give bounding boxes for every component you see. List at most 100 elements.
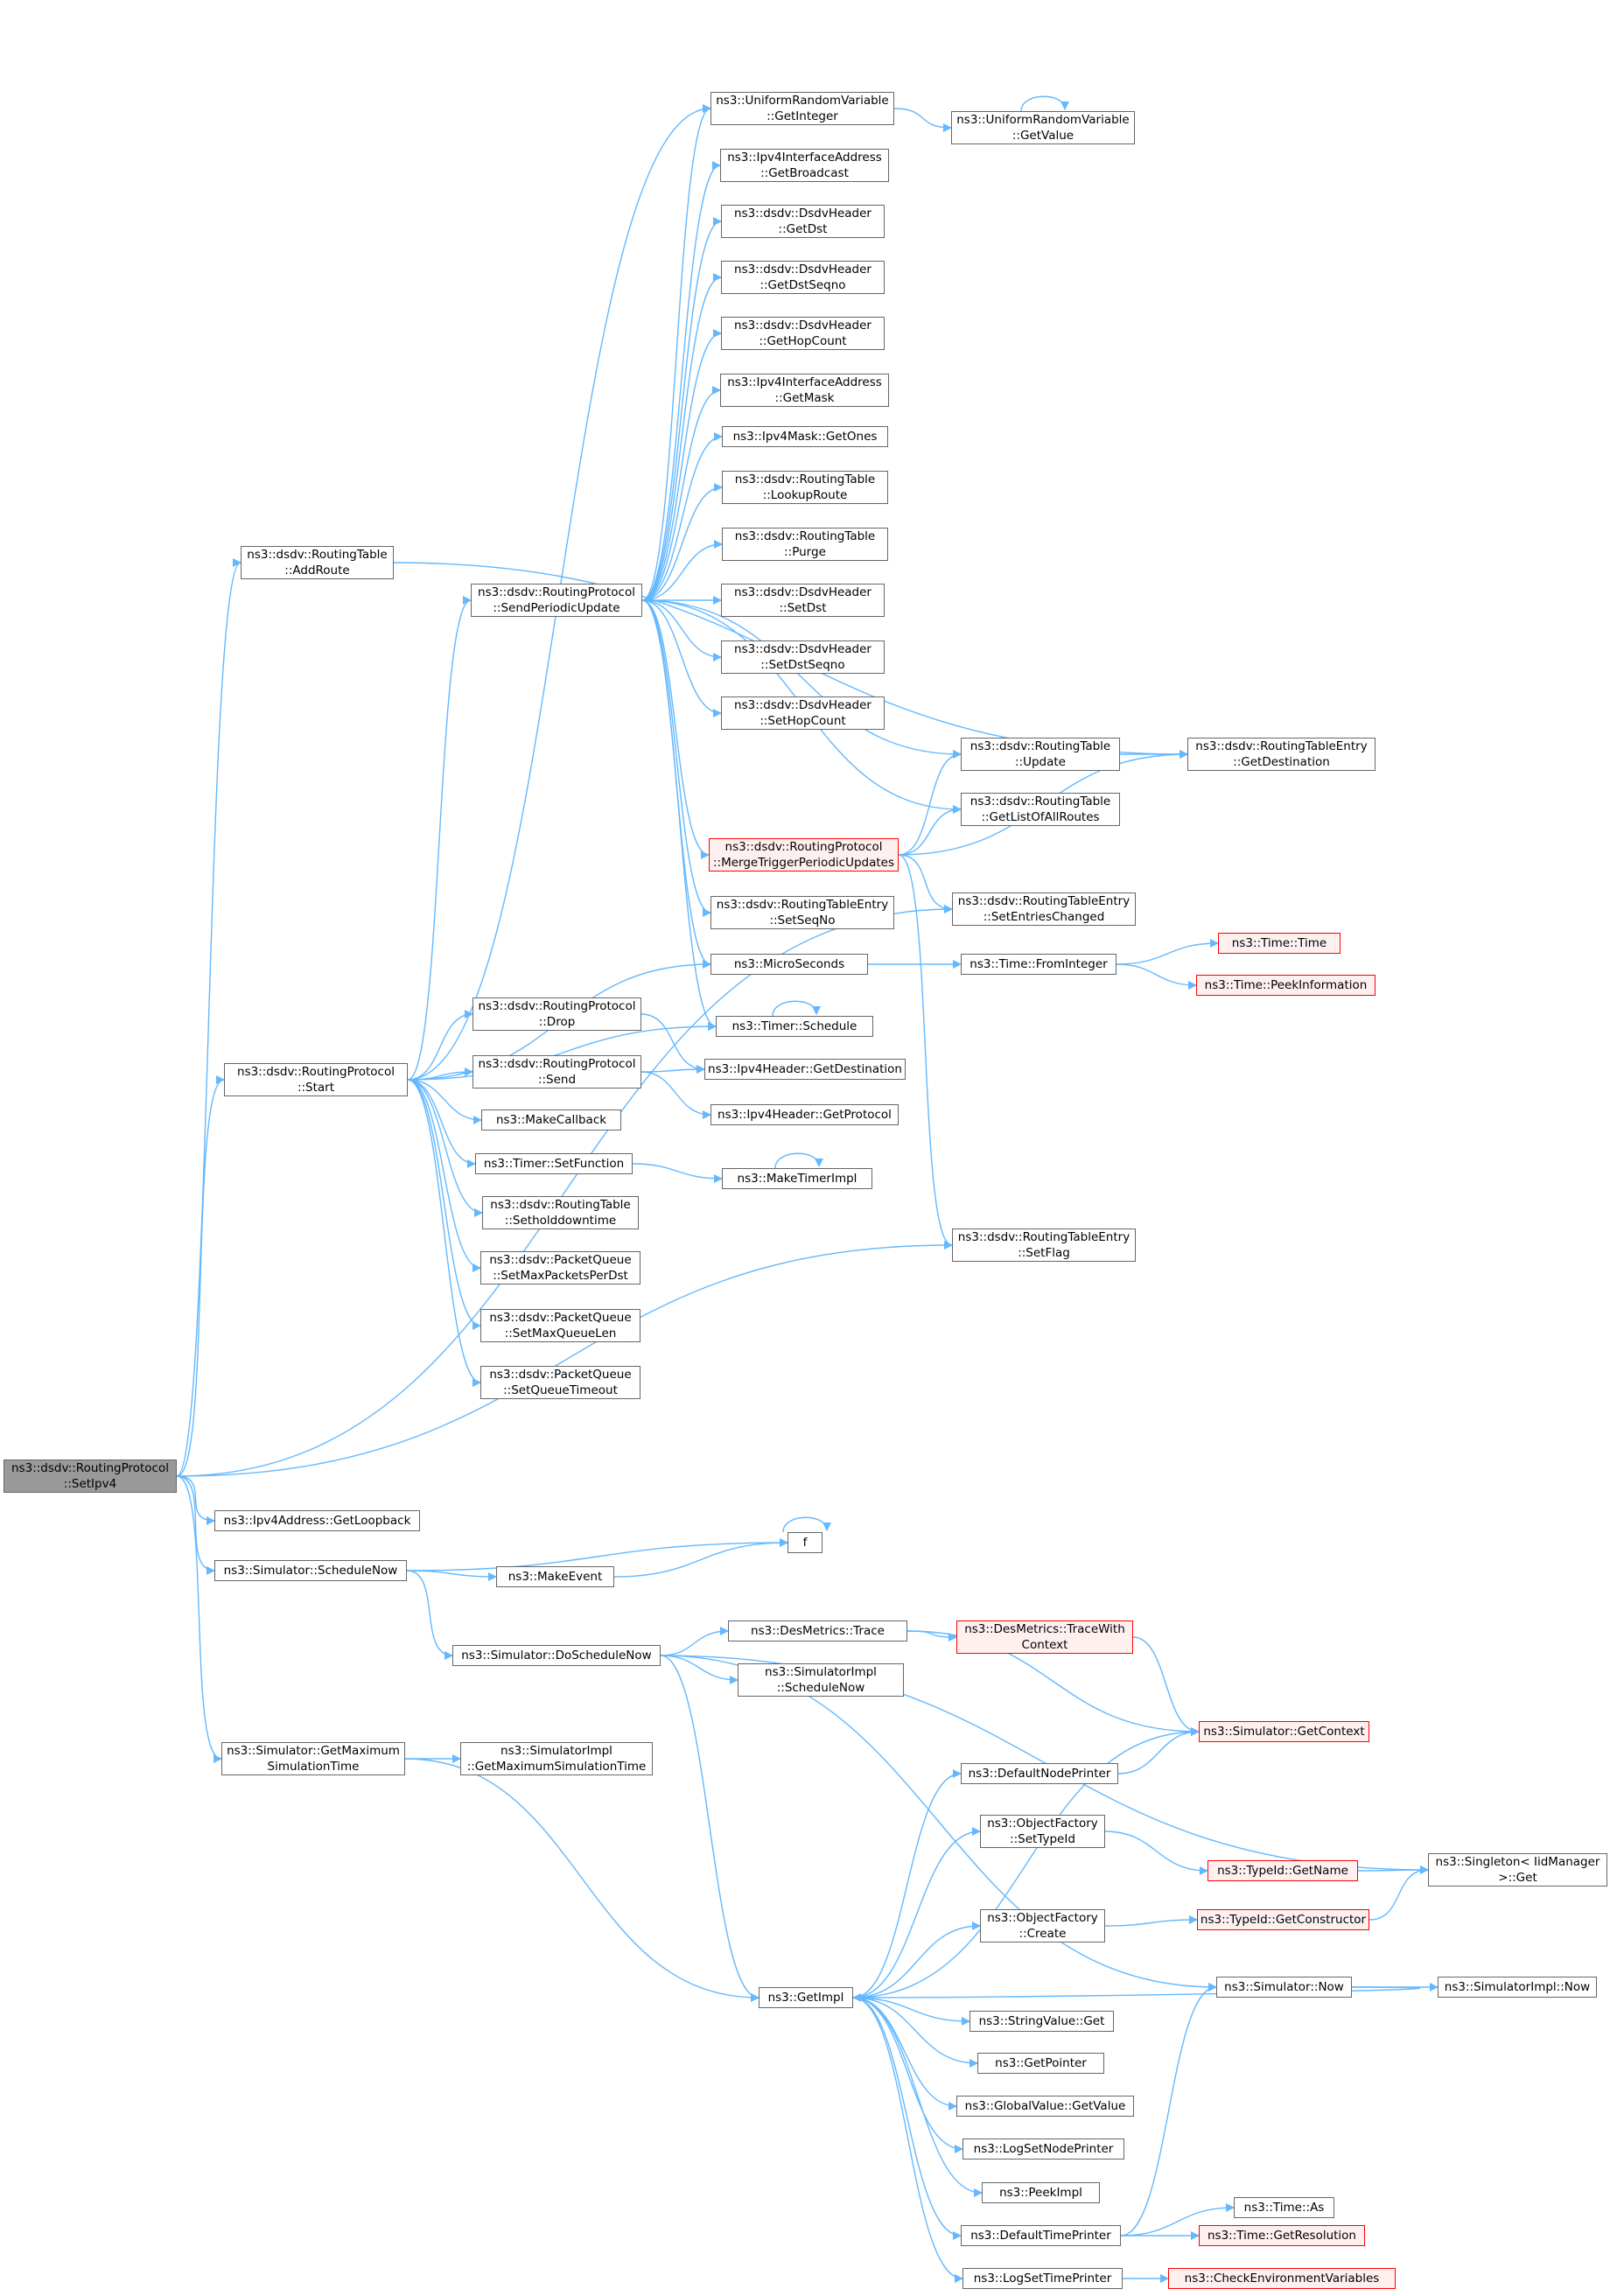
- edge-setfunction-to-maketimerimpl: [632, 1163, 723, 1183]
- node-defaultnodeprinter[interactable]: ns3::DefaultNodePrinter: [961, 1763, 1118, 1784]
- node-label-line: ns3::dsdv::PacketQueue: [489, 1311, 632, 1325]
- node-label-line: ns3::DesMetrics::TraceWith: [964, 1622, 1125, 1636]
- node-getvalue[interactable]: ns3::UniformRandomVariable::GetValue: [951, 111, 1135, 144]
- node-start[interactable]: ns3::dsdv::RoutingProtocol::Start: [224, 1063, 408, 1096]
- node-getimpl[interactable]: ns3::GetImpl: [759, 1987, 853, 2008]
- node-peekinformation[interactable]: ns3::Time::PeekInformation: [1196, 975, 1376, 996]
- node-getmask[interactable]: ns3::Ipv4InterfaceAddress::GetMask: [720, 374, 889, 407]
- node-logsettimeprinter[interactable]: ns3::LogSetTimePrinter: [962, 2268, 1123, 2289]
- edge-setipv4-to-getloopback: [176, 1475, 215, 1525]
- node-defaulttimeprinter[interactable]: ns3::DefaultTimePrinter: [961, 2225, 1121, 2246]
- node-checkenv[interactable]: ns3::CheckEnvironmentVariables: [1168, 2268, 1396, 2289]
- edge-start-to-timerschedule: [407, 1022, 717, 1081]
- node-logsetnodeprinter[interactable]: ns3::LogSetNodePrinter: [962, 2138, 1124, 2160]
- node-ipv4getproto[interactable]: ns3::Ipv4Header::GetProtocol: [710, 1104, 899, 1125]
- node-globalgetvalue[interactable]: ns3::GlobalValue::GetValue: [956, 2096, 1134, 2117]
- edge-getimpl-to-defaulttimeprinter: [852, 1997, 962, 2240]
- node-frominteger[interactable]: ns3::Time::FromInteger: [961, 954, 1116, 975]
- node-label-line: ns3::TypeId::GetConstructor: [1200, 1913, 1367, 1927]
- node-label-line: ns3::Time::Time: [1231, 936, 1327, 950]
- node-setdst[interactable]: ns3::dsdv::DsdvHeader::SetDst: [721, 584, 885, 617]
- edge-f-to-f: [782, 1516, 831, 1533]
- node-peekimpl[interactable]: ns3::PeekImpl: [982, 2182, 1100, 2203]
- edge-settypeid-to-typeidgetname: [1104, 1830, 1208, 1875]
- node-purge[interactable]: ns3::dsdv::RoutingTable::Purge: [722, 528, 888, 561]
- node-getones[interactable]: ns3::Ipv4Mask::GetOnes: [722, 426, 888, 447]
- node-getloopback[interactable]: ns3::Ipv4Address::GetLoopback: [214, 1510, 420, 1531]
- node-timeas[interactable]: ns3::Time::As: [1234, 2197, 1334, 2218]
- node-rtegetdest[interactable]: ns3::dsdv::RoutingTableEntry::GetDestina…: [1187, 738, 1376, 771]
- node-simnow[interactable]: ns3::Simulator::Now: [1216, 1977, 1352, 1998]
- node-setentrieschanged[interactable]: ns3::dsdv::RoutingTableEntry::SetEntries…: [952, 892, 1136, 926]
- node-desmetricstrace[interactable]: ns3::DesMetrics::Trace: [728, 1620, 907, 1642]
- node-settypeid[interactable]: ns3::ObjectFactory::SetTypeId: [980, 1815, 1105, 1848]
- node-ipv4getdest[interactable]: ns3::Ipv4Header::GetDestination: [704, 1059, 906, 1080]
- node-schedulenow[interactable]: ns3::Simulator::ScheduleNow: [214, 1560, 407, 1581]
- node-setqueuetimeout[interactable]: ns3::dsdv::PacketQueue::SetQueueTimeout: [480, 1366, 640, 1399]
- node-typeidgetctor[interactable]: ns3::TypeId::GetConstructor: [1197, 1909, 1369, 1930]
- node-getlistofall[interactable]: ns3::dsdv::RoutingTable::GetListOfAllRou…: [961, 793, 1120, 826]
- node-setfunction[interactable]: ns3::Timer::SetFunction: [475, 1153, 633, 1174]
- node-ofcreate[interactable]: ns3::ObjectFactory::Create: [980, 1909, 1105, 1942]
- node-rtesetflag[interactable]: ns3::dsdv::RoutingTableEntry::SetFlag: [952, 1228, 1136, 1262]
- node-drop[interactable]: ns3::dsdv::RoutingProtocol::Drop: [472, 998, 641, 1031]
- node-label-line: ns3::Time::As: [1243, 2201, 1325, 2215]
- edge-getimpl-to-settypeid: [852, 1827, 981, 1998]
- node-merge[interactable]: ns3::dsdv::RoutingProtocol::MergeTrigger…: [709, 838, 899, 872]
- edge-doschedulenow-to-implschedulenow: [660, 1655, 738, 1684]
- node-addroute[interactable]: ns3::dsdv::RoutingTable::AddRoute: [241, 546, 394, 579]
- node-label-line: ns3::Simulator::Now: [1224, 1980, 1344, 1994]
- node-setmaxpackets[interactable]: ns3::dsdv::PacketQueue::SetMaxPacketsPer…: [480, 1251, 640, 1284]
- node-getcontext[interactable]: ns3::Simulator::GetContext: [1199, 1721, 1369, 1742]
- edge-getimpl-to-ofcreate: [852, 1922, 981, 1998]
- node-gethopcount[interactable]: ns3::dsdv::DsdvHeader::GetHopCount: [721, 317, 885, 350]
- node-setdstseqno[interactable]: ns3::dsdv::DsdvHeader::SetDstSeqno: [721, 640, 885, 674]
- node-doschedulenow[interactable]: ns3::Simulator::DoScheduleNow: [452, 1645, 661, 1666]
- node-label-line: ns3::SimulatorImpl::Now: [1444, 1980, 1591, 1994]
- node-setholddown[interactable]: ns3::dsdv::RoutingTable::Setholddowntime: [482, 1196, 639, 1229]
- node-implnow[interactable]: ns3::SimulatorImpl::Now: [1438, 1977, 1597, 1998]
- node-implgetmax[interactable]: ns3::SimulatorImpl::GetMaximumSimulation…: [460, 1742, 653, 1775]
- node-sendperiodic[interactable]: ns3::dsdv::RoutingProtocol::SendPeriodic…: [471, 584, 642, 617]
- edge-setipv4-to-rtesetflag: [176, 1241, 953, 1477]
- node-timerschedule[interactable]: ns3::Timer::Schedule: [716, 1016, 873, 1037]
- node-getpointer[interactable]: ns3::GetPointer: [977, 2053, 1104, 2074]
- node-timetime[interactable]: ns3::Time::Time: [1218, 933, 1340, 954]
- node-f[interactable]: f: [788, 1532, 822, 1553]
- node-makecallback[interactable]: ns3::MakeCallback: [481, 1110, 621, 1130]
- edge-sendperiodic-to-setseqno: [641, 599, 711, 917]
- node-implschedulenow[interactable]: ns3::SimulatorImpl::ScheduleNow: [738, 1663, 904, 1697]
- node-send[interactable]: ns3::dsdv::RoutingProtocol::Send: [472, 1055, 641, 1088]
- node-getdstseqno[interactable]: ns3::dsdv::DsdvHeader::GetDstSeqno: [721, 261, 885, 294]
- edge-sendperiodic-to-purge: [641, 540, 723, 601]
- node-label-line: ::Purge: [784, 545, 826, 559]
- node-typeidgetname[interactable]: ns3::TypeId::GetName: [1208, 1860, 1358, 1881]
- node-microseconds[interactable]: ns3::MicroSeconds: [710, 954, 868, 975]
- node-singletonget[interactable]: ns3::Singleton< IidManager >::Get: [1428, 1853, 1607, 1886]
- node-makeevent[interactable]: ns3::MakeEvent: [496, 1566, 614, 1587]
- node-stringvalueget[interactable]: ns3::StringValue::Get: [970, 2011, 1114, 2032]
- node-rtupdate[interactable]: ns3::dsdv::RoutingTable::Update: [961, 738, 1120, 771]
- node-getresolution[interactable]: ns3::Time::GetResolution: [1199, 2225, 1365, 2246]
- node-lookuproute[interactable]: ns3::dsdv::RoutingTable::LookupRoute: [722, 471, 888, 504]
- node-label-line: ::SetSeqNo: [769, 914, 836, 928]
- node-label-line: ::SetHopCount: [760, 714, 846, 728]
- node-getbroadcast[interactable]: ns3::Ipv4InterfaceAddress::GetBroadcast: [720, 149, 889, 182]
- edge-getimpl-to-logsettimeprinter: [852, 1997, 963, 2283]
- node-label-line: ns3::CheckEnvironmentVariables: [1184, 2272, 1380, 2286]
- node-sethopcount[interactable]: ns3::dsdv::DsdvHeader::SetHopCount: [721, 696, 885, 730]
- edge-sendperiodic-to-getinteger: [641, 104, 711, 601]
- node-maketimerimpl[interactable]: ns3::MakeTimerImpl: [722, 1168, 872, 1189]
- edge-schedulenow-to-makeevent: [406, 1570, 497, 1581]
- node-label-line: ::SetEntriesChanged: [983, 910, 1105, 924]
- edge-makeevent-to-f: [613, 1538, 788, 1578]
- node-setmaxqueue[interactable]: ns3::dsdv::PacketQueue::SetMaxQueueLen: [480, 1309, 640, 1342]
- edge-sendperiodic-to-merge: [641, 599, 710, 859]
- node-setseqno[interactable]: ns3::dsdv::RoutingTableEntry::SetSeqNo: [710, 896, 894, 929]
- node-getdst[interactable]: ns3::dsdv::DsdvHeader::GetDst: [721, 205, 885, 238]
- node-getinteger[interactable]: ns3::UniformRandomVariable::GetInteger: [710, 92, 894, 125]
- node-label-line: ns3::Singleton< IidManager: [1435, 1855, 1600, 1869]
- node-label-line: ns3::UniformRandomVariable: [956, 113, 1130, 127]
